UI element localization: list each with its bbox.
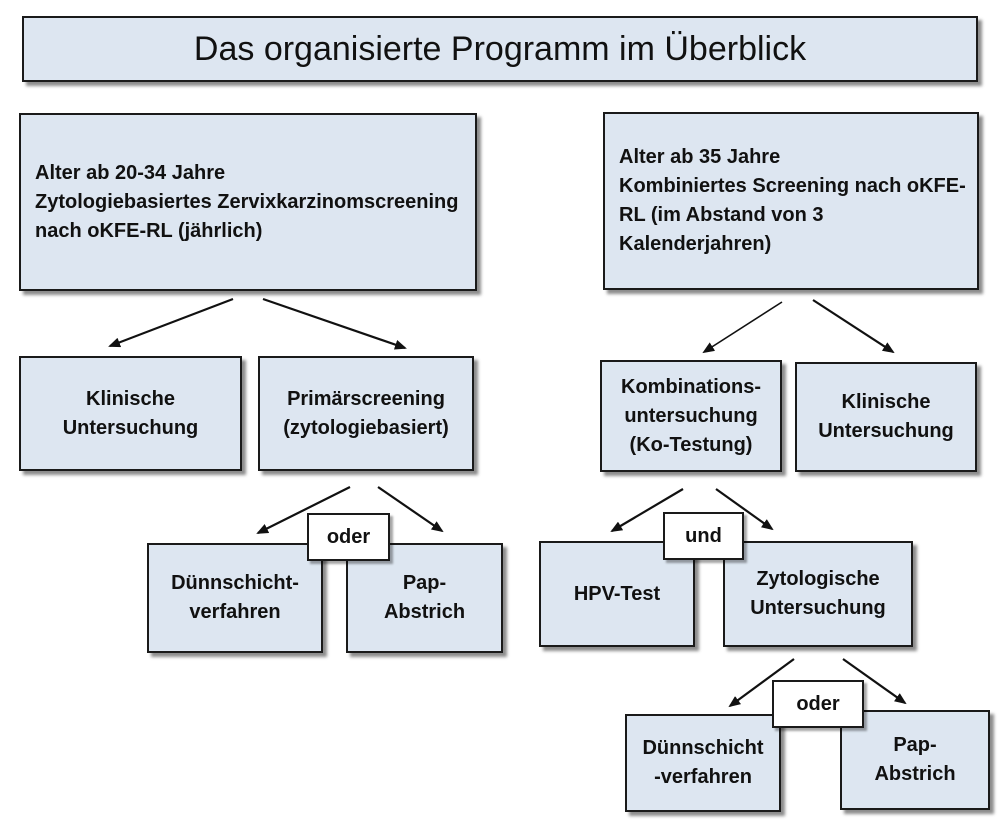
right-or-text: oder	[796, 692, 840, 715]
arrow-combination-to-cytology	[715, 488, 774, 531]
arrow-combination-to-hpv	[610, 488, 684, 533]
cytology-exam-text: Zytologische Untersuchung	[750, 568, 886, 619]
hpv-test-text: HPV-Test	[573, 582, 661, 605]
left-or-connector: oder	[307, 513, 390, 561]
right-clinical-exam-box: Klinische Untersuchung	[795, 362, 977, 472]
arrow-primary-to-thin-layer	[256, 486, 351, 534]
right-age-group-text: Alter ab 35 Jahre Kombiniertes Screening…	[619, 146, 966, 255]
right-and-text: und	[685, 524, 722, 547]
left-age-group-text: Alter ab 20-34 Jahre Zytologiebasiertes …	[35, 161, 459, 242]
combination-test-box: Kombinations- untersuchung (Ko-Testung)	[600, 360, 782, 472]
arrow-left-to-clinical	[108, 297, 234, 348]
diagram-title: Das organisierte Programm im Überblick	[193, 29, 807, 68]
right-or-connector: oder	[772, 680, 864, 728]
right-pap-smear-box: Pap- Abstrich	[840, 710, 990, 810]
right-clinical-exam-text: Klinische Untersuchung	[818, 391, 954, 442]
right-thin-layer-box: Dünnschicht -verfahren	[625, 714, 781, 812]
title-box: Das organisierte Programm im Überblick	[22, 16, 978, 82]
left-clinical-exam-box: Klinische Untersuchung	[19, 356, 242, 471]
arrow-right-to-combination	[702, 301, 783, 354]
right-and-connector: und	[663, 512, 744, 560]
primary-screening-box: Primärscreening (zytologiebasiert)	[258, 356, 474, 471]
cytology-exam-box: Zytologische Untersuchung	[723, 541, 913, 647]
left-thin-layer-text: Dünnschicht- verfahren	[171, 572, 299, 623]
right-pap-smear-text: Pap- Abstrich	[874, 734, 956, 785]
arrow-left-to-primary	[262, 297, 407, 350]
arrow-cytology-to-thin-layer	[728, 658, 795, 708]
right-age-group-box: Alter ab 35 Jahre Kombiniertes Screening…	[603, 112, 979, 290]
left-thin-layer-box: Dünnschicht- verfahren	[147, 543, 323, 653]
arrow-right-to-clinical	[812, 299, 895, 354]
primary-screening-text: Primärscreening (zytologiebasiert)	[283, 387, 449, 439]
right-thin-layer-text: Dünnschicht -verfahren	[642, 737, 764, 788]
arrow-cytology-to-pap	[842, 658, 907, 705]
left-pap-smear-box: Pap- Abstrich	[346, 543, 503, 653]
combination-test-text: Kombinations- untersuchung (Ko-Testung)	[621, 375, 761, 456]
left-age-group-box: Alter ab 20-34 Jahre Zytologiebasiertes …	[19, 113, 477, 291]
left-or-text: oder	[326, 525, 371, 548]
left-pap-smear-text: Pap- Abstrich	[383, 572, 466, 623]
left-clinical-exam-text: Klinische Untersuchung	[62, 387, 199, 439]
arrow-primary-to-pap	[377, 486, 444, 533]
